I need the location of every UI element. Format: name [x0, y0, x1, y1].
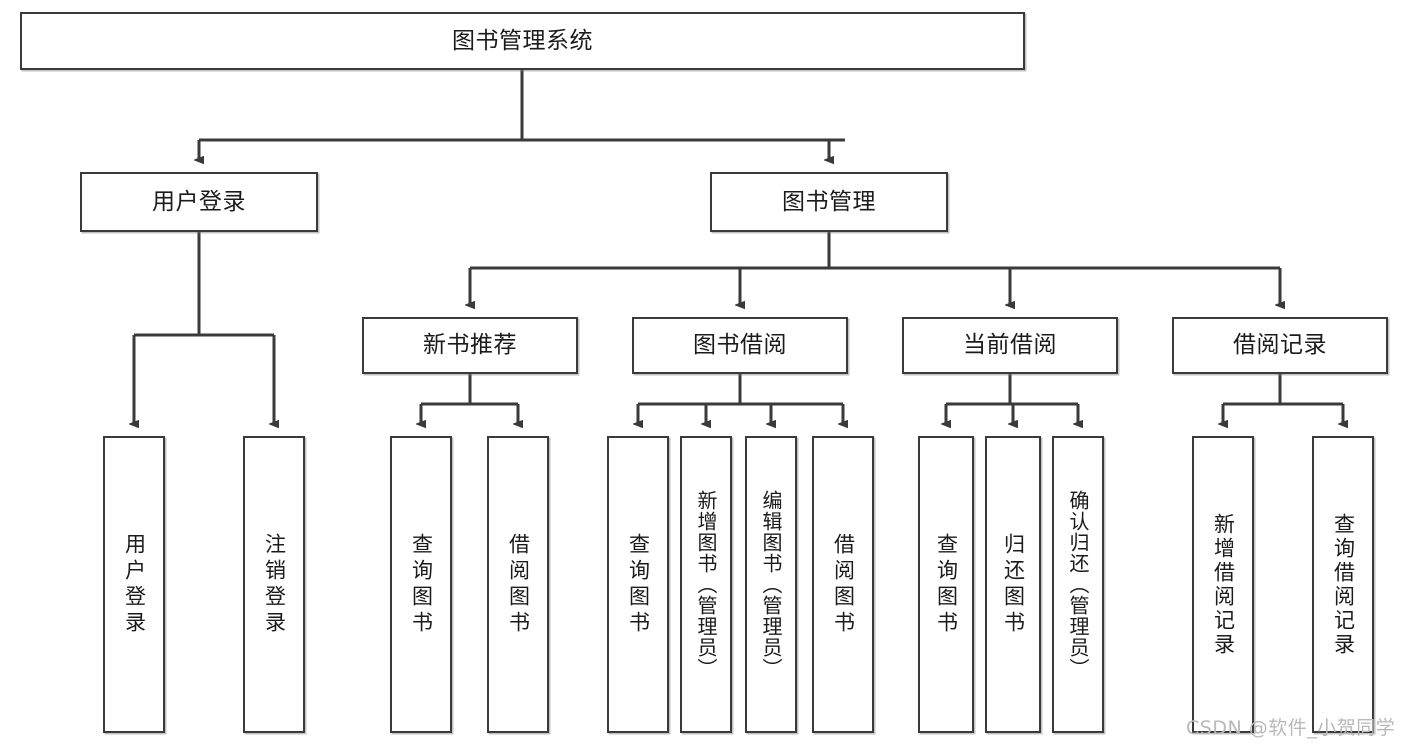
leaf-query-book-current-label: 查询图书: [934, 532, 959, 637]
leaf-confirm-return-admin[interactable]: 确认归还（管理员）: [1052, 436, 1104, 733]
leaf-add-borrow-record[interactable]: 新增借阅记录: [1192, 436, 1254, 733]
leaf-borrow-book-new[interactable]: 借阅图书: [487, 436, 549, 733]
leaf-query-book-current[interactable]: 查询图书: [918, 436, 974, 733]
node-borrow-record[interactable]: 借阅记录: [1172, 317, 1388, 374]
leaf-borrow-book-borrow[interactable]: 借阅图书: [812, 436, 874, 733]
node-book-management[interactable]: 图书管理: [710, 172, 948, 232]
node-new-book-recommend-label: 新书推荐: [423, 332, 517, 359]
node-user-login[interactable]: 用户登录: [80, 172, 318, 232]
leaf-edit-book-admin[interactable]: 编辑图书（管理员）: [745, 436, 797, 733]
node-current-borrow[interactable]: 当前借阅: [902, 317, 1118, 374]
leaf-query-book-borrow[interactable]: 查询图书: [607, 436, 669, 733]
leaf-add-borrow-record-label: 新增借阅记录: [1211, 512, 1236, 657]
leaf-borrow-book-new-label: 借阅图书: [506, 532, 531, 637]
node-borrow-record-label: 借阅记录: [1233, 332, 1327, 359]
node-root[interactable]: 图书管理系统: [20, 12, 1025, 70]
leaf-edit-book-admin-label: 编辑图书（管理员）: [759, 490, 783, 679]
leaf-query-borrow-record[interactable]: 查询借阅记录: [1312, 436, 1374, 733]
leaf-query-book-new[interactable]: 查询图书: [390, 436, 452, 733]
node-new-book-recommend[interactable]: 新书推荐: [362, 317, 578, 374]
node-user-login-label: 用户登录: [152, 188, 246, 215]
leaf-add-book-admin[interactable]: 新增图书（管理员）: [680, 436, 732, 733]
leaf-return-book-label: 归还图书: [1001, 532, 1026, 637]
leaf-add-book-admin-label: 新增图书（管理员）: [694, 490, 718, 679]
leaf-confirm-return-admin-label: 确认归还（管理员）: [1066, 490, 1090, 679]
node-book-borrow-label: 图书借阅: [693, 332, 787, 359]
leaf-query-book-new-label: 查询图书: [409, 532, 434, 637]
leaf-query-book-borrow-label: 查询图书: [626, 532, 651, 637]
node-current-borrow-label: 当前借阅: [963, 332, 1057, 359]
node-book-borrow[interactable]: 图书借阅: [632, 317, 848, 374]
leaf-logout[interactable]: 注销登录: [243, 436, 305, 733]
leaf-query-borrow-record-label: 查询借阅记录: [1331, 512, 1356, 657]
node-root-label: 图书管理系统: [452, 27, 593, 54]
leaf-user-login-label: 用户登录: [122, 532, 147, 637]
leaf-borrow-book-borrow-label: 借阅图书: [831, 532, 856, 637]
leaf-logout-label: 注销登录: [262, 532, 287, 637]
leaf-user-login[interactable]: 用户登录: [103, 436, 165, 733]
leaf-return-book[interactable]: 归还图书: [985, 436, 1041, 733]
node-book-management-label: 图书管理: [782, 188, 876, 215]
